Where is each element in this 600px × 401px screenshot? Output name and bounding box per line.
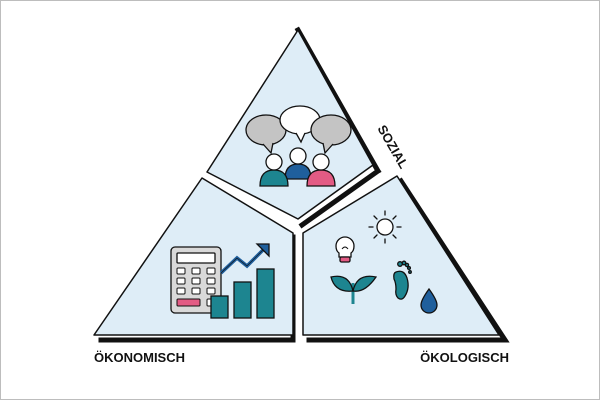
person-right-icon	[306, 153, 336, 187]
sun-bulb-footprint-plant-water-icon	[330, 210, 438, 314]
calculator-growth-chart-icon	[170, 243, 275, 319]
footprint-icon	[393, 260, 412, 300]
sun-icon	[368, 210, 402, 244]
person-left-icon	[259, 153, 289, 187]
bar-chart-icon	[210, 268, 275, 319]
plant-icon	[330, 275, 378, 304]
label-economic: ÖKONOMISCH	[94, 350, 185, 365]
calculator-icon	[170, 246, 222, 314]
trend-arrow-icon	[219, 243, 270, 275]
label-ecological: ÖKOLOGISCH	[420, 350, 509, 365]
water-drop-icon	[420, 287, 438, 314]
people-speech-bubbles-icon	[245, 105, 352, 187]
speech-bubble-right-icon	[310, 114, 352, 155]
label-social: SOZIAL	[374, 122, 411, 171]
light-bulb-icon	[335, 236, 355, 263]
